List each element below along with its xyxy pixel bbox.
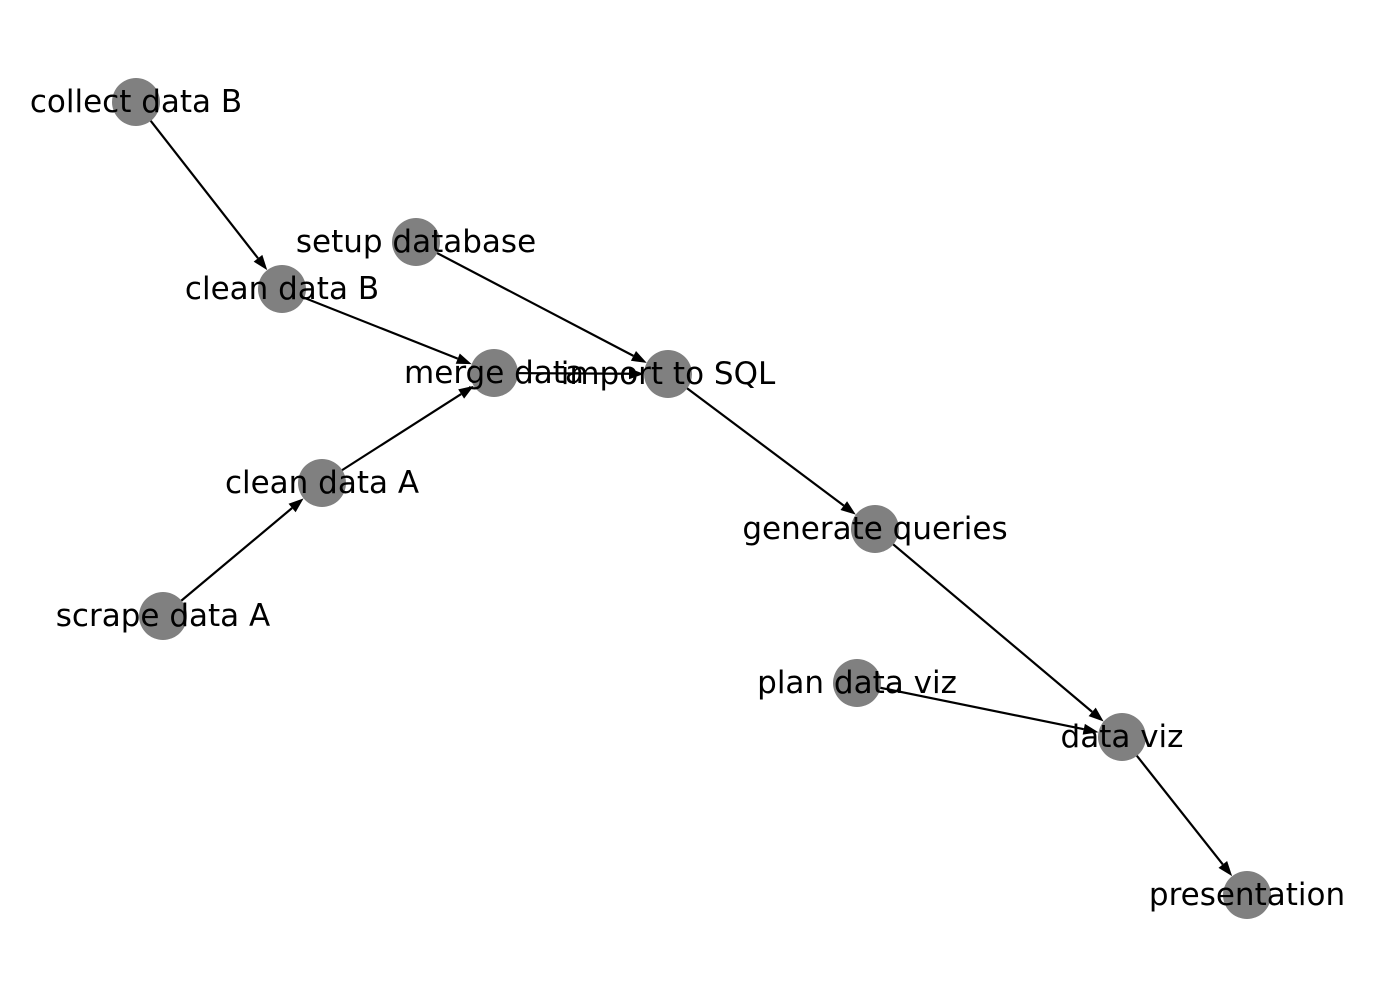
- arrowhead-clean_a-to-merge: [458, 385, 474, 399]
- node-label-clean_a: clean data A: [225, 465, 419, 501]
- edge-setup_db-to-import_sql: [415, 241, 634, 357]
- edges-layer: [135, 101, 1233, 877]
- edge-gen_queries-to-data_viz: [874, 528, 1093, 713]
- edge-clean_b-to-merge: [281, 287, 459, 360]
- edge-scrape_a-to-clean_a: [162, 507, 293, 617]
- node-label-merge: merge data: [404, 355, 584, 391]
- node-label-setup_db: setup database: [296, 224, 536, 260]
- node-presentation[interactable]: [1223, 871, 1271, 919]
- arrowhead-clean_b-to-merge: [455, 353, 472, 365]
- node-data_viz[interactable]: [1098, 713, 1146, 761]
- arrowhead-data_viz-to-presentation: [1218, 861, 1233, 877]
- edge-plan_viz-to-data_viz: [856, 681, 1085, 731]
- edge-import_sql-to-gen_queries: [667, 373, 845, 507]
- node-label-collect_b: collect data B: [30, 84, 242, 120]
- arrowhead-import_sql-to-gen_queries: [840, 501, 856, 515]
- edge-clean_a-to-merge: [321, 393, 462, 484]
- edge-data_viz-to-presentation: [1121, 736, 1224, 866]
- arrowhead-gen_queries-to-data_viz: [1088, 707, 1104, 722]
- arrowhead-plan_viz-to-data_viz: [1082, 723, 1099, 735]
- node-clean_b[interactable]: [258, 265, 306, 313]
- node-scrape_a[interactable]: [139, 592, 187, 640]
- arrowhead-setup_db-to-import_sql: [630, 351, 647, 363]
- edge-collect_b-to-clean_b: [135, 101, 259, 259]
- node-setup_db[interactable]: [392, 218, 440, 266]
- node-label-plan_viz: plan data viz: [757, 665, 957, 701]
- node-collect_b[interactable]: [112, 78, 160, 126]
- node-label-scrape_a: scrape data A: [56, 598, 270, 634]
- nodes-layer: [112, 78, 1271, 919]
- node-plan_viz[interactable]: [833, 659, 881, 707]
- labels-layer: collect data B clean data B setup database…: [30, 84, 1345, 913]
- node-label-presentation: presentation: [1149, 877, 1345, 913]
- node-label-clean_b: clean data B: [185, 271, 379, 307]
- node-merge[interactable]: [470, 349, 518, 397]
- arrowhead-scrape_a-to-clean_a: [288, 498, 304, 513]
- node-label-data_viz: data viz: [1061, 719, 1184, 755]
- node-clean_a[interactable]: [298, 459, 346, 507]
- node-gen_queries[interactable]: [851, 505, 899, 553]
- node-import_sql[interactable]: [644, 350, 692, 398]
- node-label-import_sql: import to SQL: [561, 356, 776, 392]
- arrowhead-collect_b-to-clean_b: [253, 254, 268, 271]
- arrowhead-merge-to-import_sql: [628, 368, 645, 380]
- node-label-gen_queries: generate queries: [742, 511, 1007, 547]
